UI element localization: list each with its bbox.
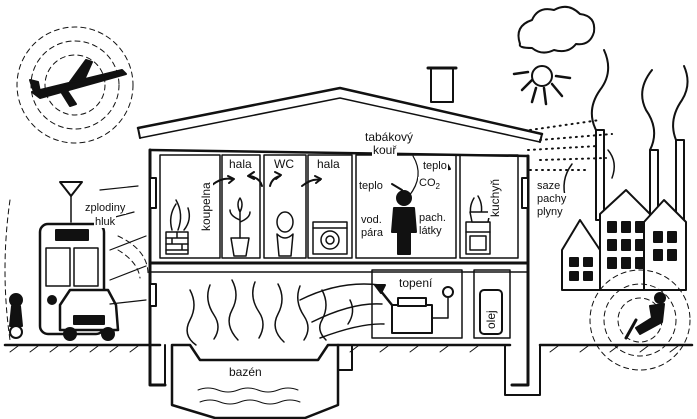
soot-particles [527, 119, 613, 171]
factory-icon [590, 49, 689, 241]
basement [164, 269, 541, 419]
label-oil: olej [484, 309, 498, 330]
room-partitions [159, 154, 519, 259]
label-co2-main: CO [419, 177, 436, 189]
toilet-icon [276, 211, 294, 257]
noise-rings-street [4, 199, 149, 341]
motorbike-icon [9, 293, 23, 339]
label-hall-left: hala [228, 157, 253, 171]
label-water: vod. [360, 214, 383, 226]
label-tobacco-smoke-2: kouř [372, 143, 398, 157]
label-gases: plyny [536, 206, 564, 218]
ground-hatching [9, 345, 679, 353]
chimney [430, 67, 454, 103]
label-soot: saze [536, 180, 562, 192]
label-tobacco-smoke-1: tabákový [364, 130, 415, 144]
plant-icon [165, 199, 191, 255]
label-substances: látky [418, 225, 443, 237]
pool [170, 343, 340, 419]
label-co2-sub: 2 [435, 182, 440, 192]
house-roof [136, 66, 544, 143]
label-odor: pach. [418, 212, 447, 224]
label-exhaust: zplodiny [84, 202, 127, 214]
town-houses-icon [561, 149, 687, 291]
sun-cloud-icon [512, 5, 596, 106]
drill-worker-icon [624, 292, 666, 340]
boiler-icon [374, 284, 454, 334]
label-vapor: pára [360, 227, 385, 239]
airplane-icon [29, 59, 127, 107]
washing-machine-icon [312, 221, 348, 255]
radon-wisps [186, 279, 354, 346]
noise-rings-airplane [16, 26, 134, 144]
airflow-arrows [211, 161, 451, 191]
label-heat-left: teplo [358, 180, 384, 192]
label-wc: WC [273, 157, 295, 171]
label-kitchen: kuchyň [488, 177, 502, 218]
noise-rings-drill [589, 269, 691, 371]
label-heating: topení [398, 276, 434, 290]
heating-arrows [299, 283, 385, 339]
label-smells: pachy [536, 193, 568, 205]
smoker-figure-icon [391, 155, 419, 255]
label-heat-top: teplo [422, 160, 448, 172]
label-bathroom: koupelna [199, 181, 213, 232]
label-hall-right: hala [316, 157, 341, 171]
label-pool: bazén [228, 365, 263, 379]
car-icon [58, 288, 120, 341]
label-co2: CO2 [418, 177, 441, 194]
stove-icon [465, 195, 491, 255]
hall-plant [229, 197, 251, 257]
label-noise: hluk [94, 216, 117, 228]
